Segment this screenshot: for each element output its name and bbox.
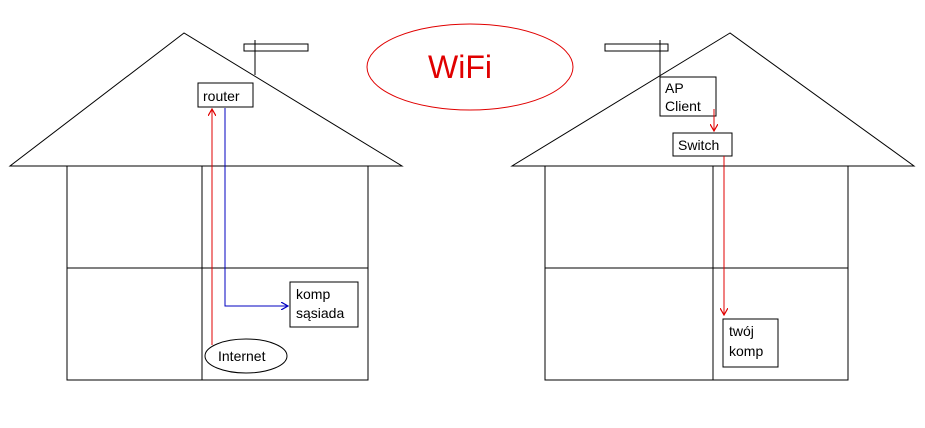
your-computer-label-line1: twój (729, 323, 754, 339)
internet-label: Internet (218, 348, 266, 364)
wifi-badge: WiFi (366, 23, 574, 111)
right-house: AP Client Switch twój komp (510, 32, 916, 381)
router-box (197, 82, 254, 108)
ap-client-label-line1: AP (665, 80, 684, 96)
left-antenna-icon (243, 40, 309, 75)
neighbor-computer-box (289, 281, 359, 328)
right-antenna-icon (604, 40, 669, 77)
neighbor-computer-label-line2: sąsiada (296, 305, 344, 321)
wifi-ellipse (366, 23, 574, 111)
right-house-body (544, 165, 849, 381)
switch-label: Switch (678, 137, 719, 153)
your-computer-box (722, 318, 779, 368)
internet-ellipse (204, 338, 288, 374)
ap-client-label-line2: Client (665, 98, 701, 114)
neighbor-computer-label-line1: komp (296, 286, 330, 302)
switch-box (672, 132, 733, 157)
wifi-title: WiFi (428, 49, 492, 85)
router-label: router (203, 88, 240, 104)
left-house-body (66, 165, 369, 381)
left-house: router komp sąsiada Internet (8, 32, 404, 381)
router-to-neighbor-arrow (224, 108, 287, 306)
your-computer-label-line2: komp (729, 343, 763, 359)
ap-client-box (659, 76, 717, 117)
